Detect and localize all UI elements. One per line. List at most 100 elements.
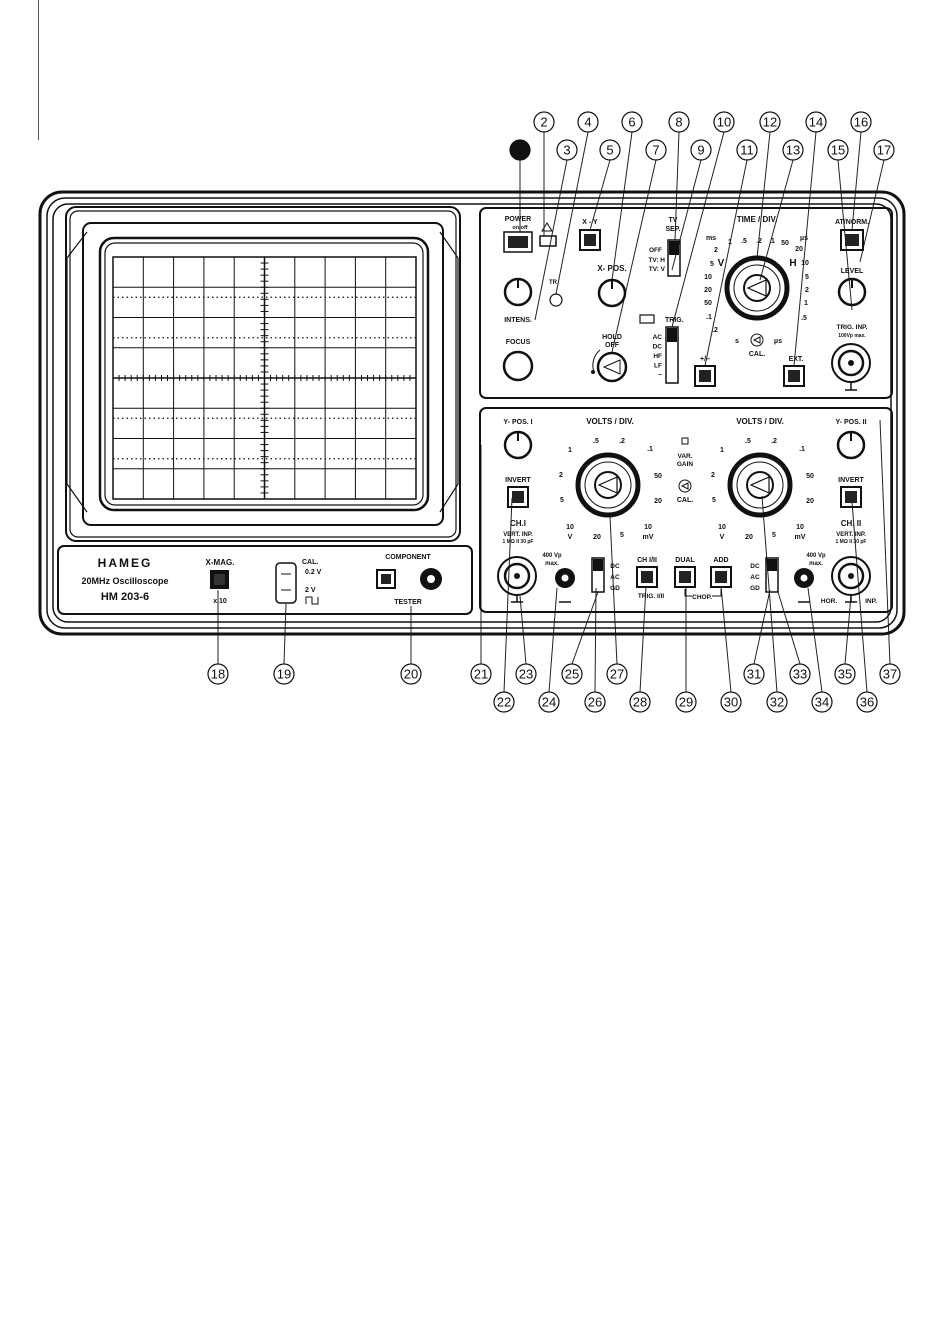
- ch1-imp-label: 1 MΩ II 30 pF: [503, 539, 534, 545]
- cal-out-label: CAL.: [302, 559, 318, 566]
- callout-5: 5: [606, 143, 613, 158]
- invert1-button[interactable]: [507, 486, 529, 508]
- time-h-mark: H: [789, 258, 796, 269]
- dual-button[interactable]: [674, 566, 696, 588]
- volts2-scale-left-1: 2: [711, 472, 715, 479]
- callout-6: 6: [628, 115, 635, 130]
- xy-button[interactable]: [579, 229, 601, 251]
- time-us-value-2: 10: [801, 260, 809, 267]
- callout-16: 16: [854, 115, 868, 130]
- leader-line: [639, 585, 647, 693]
- trigger-coupling-switch[interactable]: [665, 326, 679, 384]
- tv-h-label: TV: H: [648, 257, 665, 264]
- callout-28: 28: [633, 695, 647, 710]
- ext-trigger-button[interactable]: [783, 365, 805, 387]
- ch1-coupling-switch[interactable]: [591, 557, 605, 593]
- callout-9: 9: [697, 143, 704, 158]
- time-us-value-1: 20: [795, 246, 803, 253]
- crt-graticule: [112, 256, 417, 500]
- volts-div-2-knob[interactable]: [727, 452, 793, 518]
- level-label: LEVEL: [841, 268, 864, 275]
- ypos2-knob[interactable]: [836, 430, 866, 460]
- invert2-button-face: [845, 491, 857, 503]
- time-us-value-3: 5: [805, 274, 809, 281]
- time-ms-value-4: 20: [704, 287, 712, 294]
- ch2-imp-label: 1 MΩ II 30 pF: [836, 539, 867, 545]
- at-norm-button[interactable]: [840, 229, 864, 251]
- leader-line: [503, 497, 513, 693]
- time-cal-vernier[interactable]: [750, 333, 764, 347]
- volts1-scale-right-1: 20: [654, 498, 662, 505]
- socket-hole: [427, 575, 435, 583]
- ch-select-button[interactable]: [636, 566, 658, 588]
- var-gain-cal-vernier[interactable]: [678, 479, 692, 493]
- leader-line: [519, 595, 527, 665]
- volts1-scale-top-2: .1: [647, 446, 653, 453]
- volts-div-1-knob[interactable]: [575, 452, 641, 518]
- coupling2-1: AC: [750, 574, 760, 581]
- callout-12: 12: [763, 115, 777, 130]
- callout-4: 4: [584, 115, 591, 130]
- ch2-input-bnc[interactable]: [831, 556, 871, 603]
- time-div-knob[interactable]: [724, 255, 790, 321]
- xpos-knob[interactable]: [597, 278, 627, 308]
- callout-33: 33: [793, 667, 807, 682]
- slope-button[interactable]: [694, 365, 716, 387]
- volts1-scale-bottom-3: 10: [644, 524, 652, 531]
- square-wave-icon: [305, 596, 319, 605]
- leader-line: [671, 131, 725, 328]
- ch-select-button-face: [641, 571, 653, 583]
- volts2-scale-right-1: 20: [806, 498, 814, 505]
- time-ms-value-2: 5: [710, 261, 714, 268]
- screen-bezel: [65, 206, 461, 542]
- trig-input-bnc[interactable]: [831, 343, 871, 391]
- hor-label: HOR.: [821, 598, 837, 605]
- leader-line: [793, 131, 817, 367]
- xpos-label: X- POS.: [597, 264, 626, 273]
- volts2-scale-top-2: .1: [799, 446, 805, 453]
- volts1-scale-unit-mv: mV: [643, 534, 654, 541]
- time-top-value-0: .5: [741, 238, 747, 245]
- trace-rotation-adjust[interactable]: [549, 293, 563, 307]
- power-button[interactable]: [503, 231, 533, 253]
- time-s-label: s: [735, 338, 739, 345]
- component-tester-button[interactable]: [376, 569, 396, 589]
- volts2-scale-right-0: 50: [806, 473, 814, 480]
- level-knob[interactable]: [837, 277, 867, 307]
- time-us-value-4: 2: [805, 287, 809, 294]
- callout-25: 25: [565, 667, 579, 682]
- invert1-button-face: [512, 491, 524, 503]
- leader-line: [611, 131, 633, 281]
- callout-30: 30: [724, 695, 738, 710]
- intens-knob[interactable]: [503, 277, 533, 307]
- callout-22: 22: [497, 695, 511, 710]
- var-gain-indicator: [681, 437, 689, 445]
- ypos1-knob[interactable]: [503, 430, 533, 460]
- vernier-pointer-icon: [752, 336, 761, 344]
- housing: [38, 190, 906, 636]
- xmag-x10: x 10: [213, 598, 227, 605]
- callout-34: 34: [815, 695, 829, 710]
- ch1-input-bnc[interactable]: [497, 556, 537, 603]
- focus-knob[interactable]: [502, 350, 534, 382]
- tv-sep-switch[interactable]: [667, 239, 681, 277]
- ext-label: EXT.: [789, 356, 804, 363]
- socket-hole: [561, 574, 569, 582]
- holdoff-knob[interactable]: [596, 351, 628, 383]
- volts1-scale-top-1: .2: [619, 438, 625, 445]
- invert2-button[interactable]: [840, 486, 862, 508]
- ch2-coupling-switch[interactable]: [765, 557, 779, 593]
- add-button[interactable]: [710, 566, 732, 588]
- model-line: 20MHz Oscilloscope: [81, 576, 168, 586]
- callout-32: 32: [770, 695, 784, 710]
- volts2-scale-top-0: .5: [745, 438, 751, 445]
- dual-label: DUAL: [675, 557, 695, 564]
- volts2-scale-unit-mv: mV: [795, 534, 806, 541]
- page-edge-rule: [38, 0, 39, 140]
- leader-lines: [217, 131, 891, 693]
- ch1-label: CH.I: [510, 519, 526, 528]
